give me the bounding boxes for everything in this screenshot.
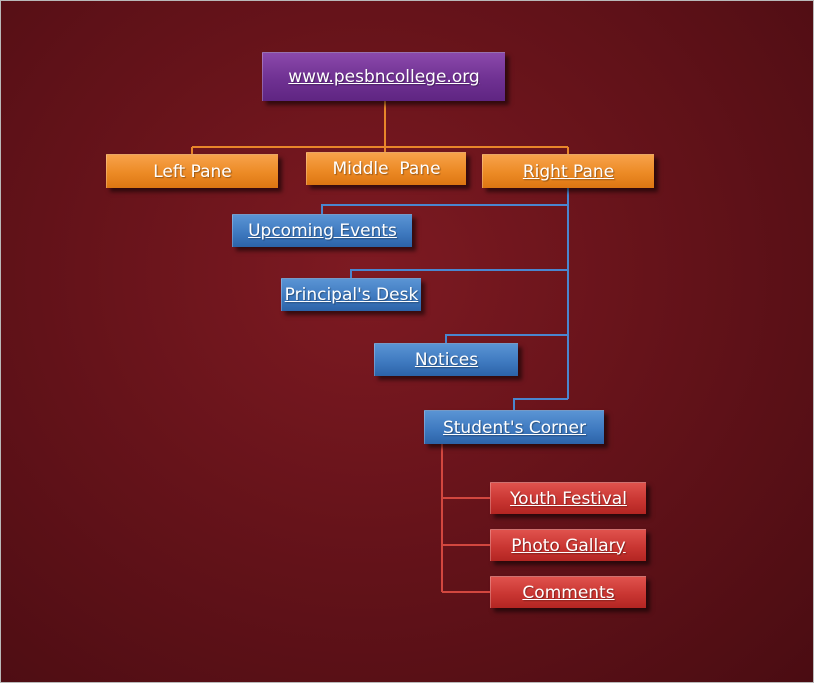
- left-pane-node: Left Pane: [106, 154, 278, 188]
- upcoming-events-branch-line: [321, 204, 568, 214]
- students-corner-link[interactable]: Student's Corner: [424, 410, 604, 444]
- students-corner-branch-line: [513, 398, 568, 410]
- middle-pane-node: Middle Pane: [306, 152, 466, 185]
- students-corner-connectors: [441, 444, 490, 593]
- website-root-link[interactable]: www.pesbncollege.org: [262, 52, 505, 101]
- photo-gallary-link[interactable]: Photo Gallary: [490, 529, 646, 561]
- upcoming-events-link[interactable]: Upcoming Events: [232, 214, 412, 247]
- right-pane-connectors: [321, 188, 569, 410]
- comments-link[interactable]: Comments: [490, 576, 646, 608]
- youth-festival-link[interactable]: Youth Festival: [490, 482, 646, 514]
- right-pane-link[interactable]: Right Pane: [482, 154, 654, 188]
- notices-link[interactable]: Notices: [374, 343, 518, 376]
- principals-desk-link[interactable]: Principal's Desk: [281, 278, 421, 311]
- principals-desk-branch-line: [350, 269, 568, 278]
- notices-branch-line: [445, 334, 568, 343]
- root-to-panes-connectors: [191, 101, 569, 154]
